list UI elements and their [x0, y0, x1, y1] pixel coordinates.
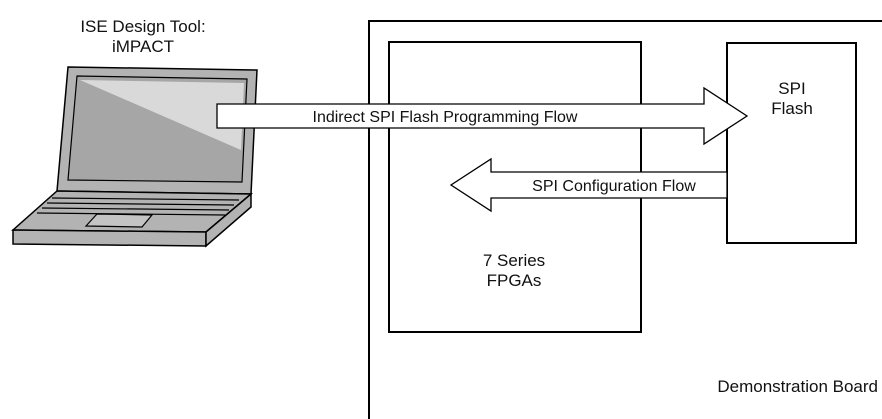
tool-label-line1: ISE Design Tool:: [80, 17, 205, 36]
keyboard-row: [51, 197, 240, 201]
fpga-label-line2: FPGAs: [487, 271, 542, 290]
keyboard-row: [36, 212, 226, 216]
programming-flow-label: Indirect SPI Flash Programming Flow: [313, 109, 578, 126]
laptop-side-edge: [205, 192, 252, 248]
laptop-icon: [11, 66, 258, 248]
laptop-front-edge: [12, 229, 207, 247]
keyboard-row: [41, 207, 230, 211]
spi-flash-label-line1: SPI: [778, 79, 805, 98]
laptop-screen-highlight: [80, 80, 244, 150]
keyboard-row: [46, 202, 235, 206]
configuration-flow-arrow: [449, 157, 728, 213]
spi-flash-label-line2: Flash: [771, 99, 813, 118]
configuration-flow-label: SPI Configuration Flow: [532, 178, 696, 195]
fpga-label-line1: 7 Series: [483, 251, 545, 270]
board-label: Demonstration Board: [717, 377, 878, 396]
laptop-touchpad: [84, 213, 154, 228]
demonstration-board-outline: [368, 20, 882, 419]
programming-flow-arrow: [216, 86, 749, 146]
tool-label-line2: iMPACT: [112, 37, 174, 56]
spi-flash-box: [726, 42, 857, 244]
